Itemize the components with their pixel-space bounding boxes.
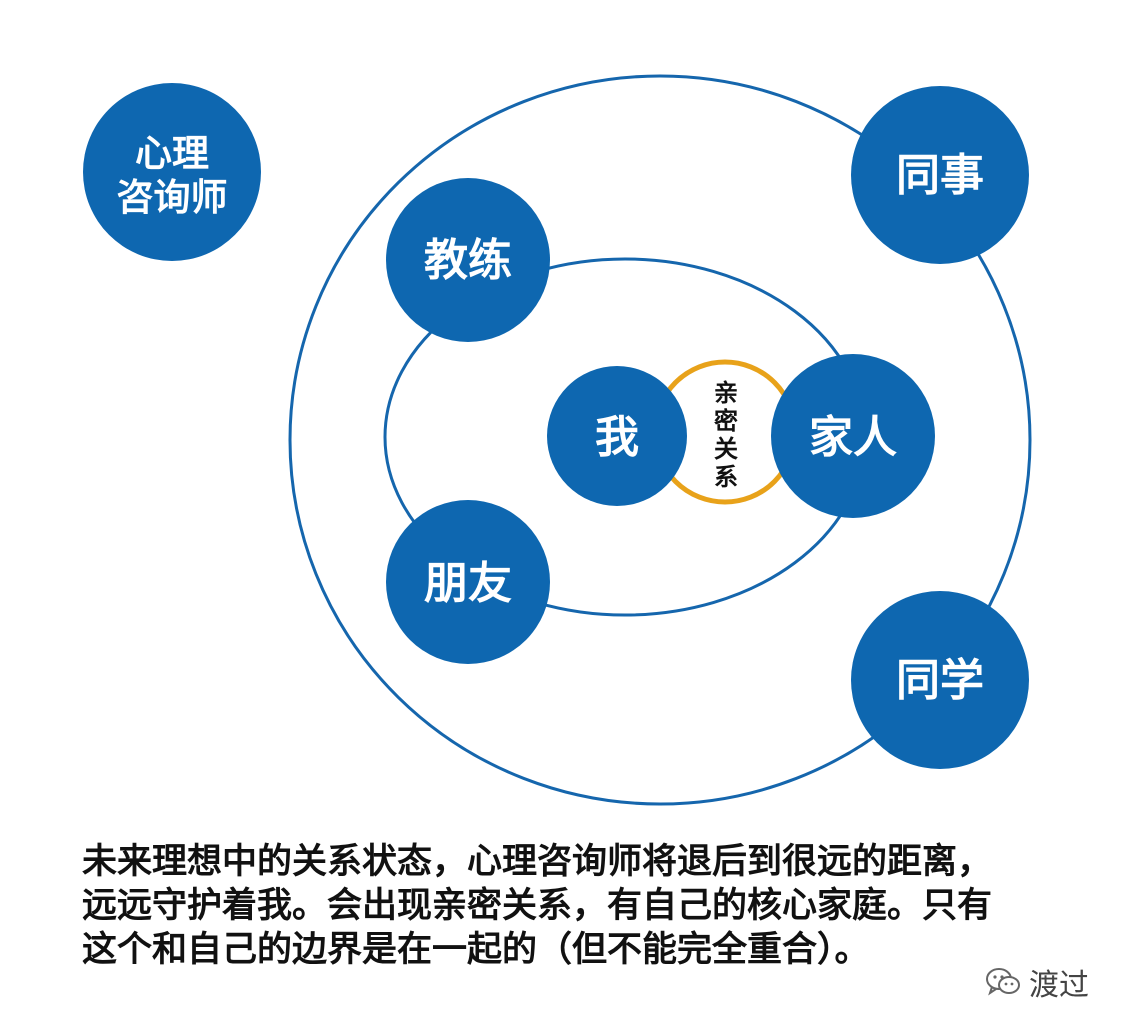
friend-label: 朋友 [424, 558, 512, 609]
outer-ring [288, 74, 1032, 806]
caption-line-2: 远远守护着我。会出现亲密关系，有自己的核心家庭。只有 [82, 886, 993, 926]
coach-node: 教练 [386, 178, 550, 342]
coach-label: 教练 [424, 235, 512, 286]
classmate-label: 同学 [896, 655, 984, 706]
intimacy-label: 亲 密 关 系 [714, 379, 738, 491]
colleague-node: 同事 [851, 86, 1029, 264]
me-label: 我 [595, 412, 639, 463]
caption: 未来理想中的关系状态，心理咨询师将退后到很远的距离， 远远守护着我。会出现亲密关… [82, 840, 1072, 972]
watermark-text: 渡过 [1029, 968, 1089, 1003]
counselor-node: 心理 咨询师 [83, 83, 261, 261]
counselor-label-line2: 咨询师 [117, 176, 228, 219]
counselor-label-line1: 心理 [135, 132, 209, 175]
family-node: 家人 [771, 354, 935, 518]
watermark: 渡过 [985, 962, 1089, 1003]
intimacy-char-3: 关 [714, 435, 738, 463]
family-label: 家人 [809, 412, 897, 463]
caption-line-1: 未来理想中的关系状态，心理咨询师将退后到很远的距离， [82, 842, 993, 882]
me-node: 我 [547, 366, 687, 506]
colleague-label: 同事 [896, 150, 984, 201]
caption-line-3: 这个和自己的边界是在一起的（但不能完全重合）。 [82, 930, 870, 970]
wechat-icon [986, 968, 1020, 996]
intimacy-char-2: 密 [714, 407, 738, 435]
relationship-diagram: 心理 咨询师 同事 教练 朋友 同学 我 家人 亲 密 关 系 [83, 74, 1032, 806]
intimacy-char-1: 亲 [714, 379, 738, 407]
intimacy-char-4: 系 [714, 463, 738, 491]
friend-node: 朋友 [386, 500, 550, 664]
classmate-node: 同学 [851, 591, 1029, 769]
